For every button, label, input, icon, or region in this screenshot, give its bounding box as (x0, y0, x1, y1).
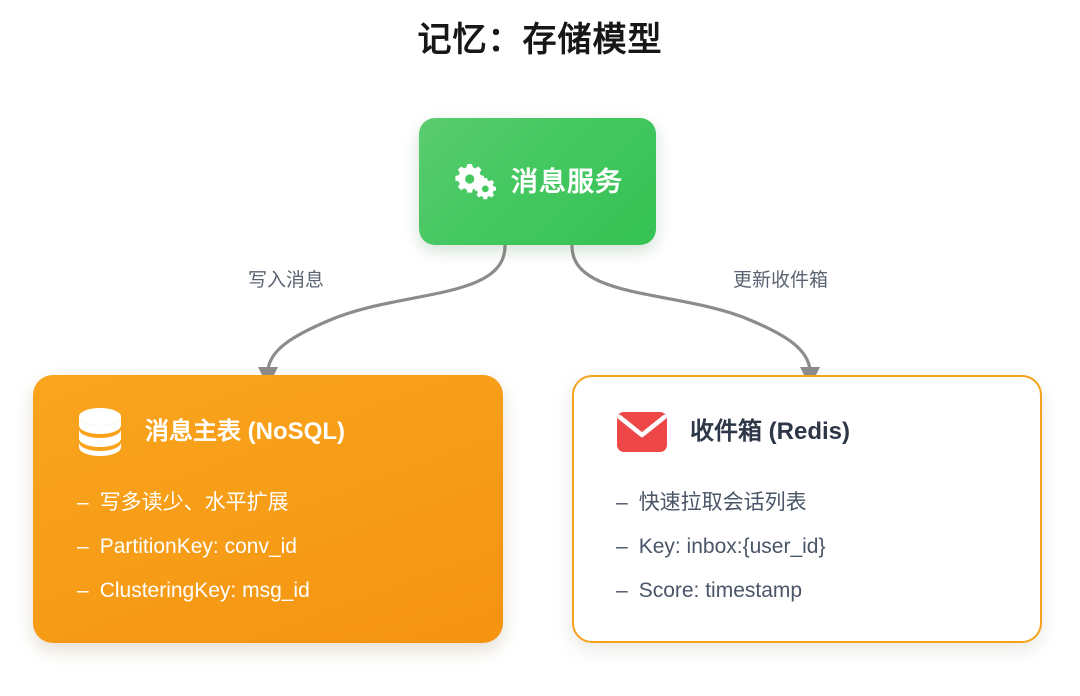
list-item: – 快速拉取会话列表 (616, 481, 996, 525)
bullet-marker: – (77, 535, 89, 558)
bullet-text: 写多读少、水平扩展 (99, 491, 289, 514)
bullet-marker: – (616, 579, 628, 602)
edge-write-path (266, 244, 507, 372)
node-message-store-title: 消息主表 (NoSQL) (145, 418, 345, 445)
gears-icon (455, 163, 496, 199)
bullet-marker: – (616, 535, 628, 558)
node-message-service-title: 消息服务 (511, 166, 623, 197)
inbox-bullet-list: – 快速拉取会话列表 – Key: inbox:{user_id} – Scor… (616, 481, 996, 613)
edge-update-path (570, 244, 812, 372)
bullet-text: 快速拉取会话列表 (638, 491, 807, 514)
node-inbox-title: 收件箱 (Redis) (690, 418, 851, 445)
list-item: – 写多读少、水平扩展 (77, 481, 459, 525)
list-item: – ClusteringKey: msg_id (77, 569, 459, 613)
envelope-icon (617, 412, 667, 452)
list-item: – Score: timestamp (616, 569, 996, 613)
node-message-service[interactable]: 消息服务 (419, 118, 656, 245)
list-item: – Key: inbox:{user_id} (616, 525, 996, 569)
bullet-marker: – (77, 579, 89, 602)
store-card-header: 消息主表 (NoSQL) (77, 403, 459, 461)
bullet-marker: – (616, 491, 628, 514)
node-message-store[interactable]: 消息主表 (NoSQL) – 写多读少、水平扩展 – PartitionKey:… (33, 375, 503, 643)
bullet-text: PartitionKey: conv_id (99, 535, 297, 558)
list-item: – PartitionKey: conv_id (77, 525, 459, 569)
bullet-marker: – (77, 491, 89, 514)
bullet-text: Score: timestamp (638, 579, 803, 602)
edge-label-update: 更新收件箱 (733, 270, 829, 291)
bullet-text: Key: inbox:{user_id} (638, 535, 826, 558)
store-bullet-list: – 写多读少、水平扩展 – PartitionKey: conv_id – Cl… (77, 481, 459, 613)
edge-label-write: 写入消息 (248, 270, 325, 291)
inbox-card-header: 收件箱 (Redis) (616, 403, 996, 461)
database-icon (79, 408, 121, 456)
bullet-text: ClusteringKey: msg_id (99, 579, 310, 602)
page-title: 记忆：存储模型 (417, 21, 663, 59)
node-inbox[interactable]: 收件箱 (Redis) – 快速拉取会话列表 – Key: inbox:{use… (572, 375, 1042, 643)
